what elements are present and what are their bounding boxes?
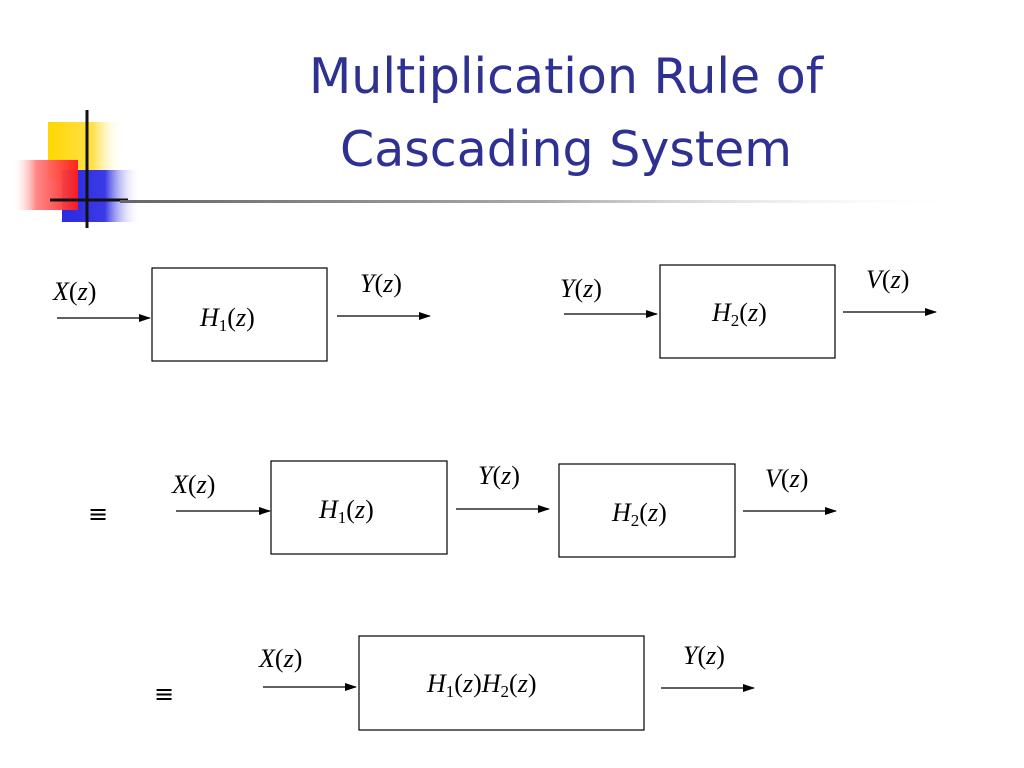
label-h2-z: H2(z) [711, 298, 767, 330]
slide-title: Multiplication Rule of Cascading System [309, 48, 825, 178]
label-y-z: Y(z) [560, 274, 602, 303]
label-h1-z: H1(z) [318, 495, 374, 527]
deco-red-square [14, 160, 78, 210]
label-x-z: X(z) [171, 470, 215, 499]
label-y-z: Y(z) [360, 269, 402, 298]
diagram-cascade: ≡ X(z) H1(z) Y(z) H2(z) V(z) [88, 460, 837, 558]
title-line-1: Multiplication Rule of [309, 48, 825, 105]
block-h1 [151, 267, 328, 362]
label-h1z-h2z: H1(z)H2(z) [426, 669, 537, 701]
decorative-squares-logo [14, 110, 140, 228]
title-underline [120, 200, 970, 203]
diagram-h2-alone: Y(z) H2(z) V(z) [560, 264, 937, 359]
label-x-z: X(z) [52, 277, 96, 306]
block-h1 [270, 460, 448, 555]
label-v-z: V(z) [866, 265, 909, 294]
label-y-z: Y(z) [683, 641, 725, 670]
label-x-z: X(z) [258, 644, 302, 673]
title-line-2: Cascading System [340, 121, 792, 178]
equiv-symbol-2: ≡ [154, 680, 174, 708]
equiv-symbol-1: ≡ [88, 500, 108, 528]
diagram-combined: ≡ X(z) H1(z)H2(z) Y(z) [154, 635, 755, 731]
label-y-z: Y(z) [478, 461, 520, 490]
diagram-h1-alone: X(z) H1(z) Y(z) [52, 267, 431, 362]
block-h2 [659, 264, 836, 359]
label-v-z: V(z) [765, 464, 808, 493]
label-h1-z: H1(z) [199, 303, 255, 335]
label-h2-z: H2(z) [611, 498, 667, 530]
block-h1h2 [358, 635, 645, 731]
block-h2 [558, 463, 736, 558]
